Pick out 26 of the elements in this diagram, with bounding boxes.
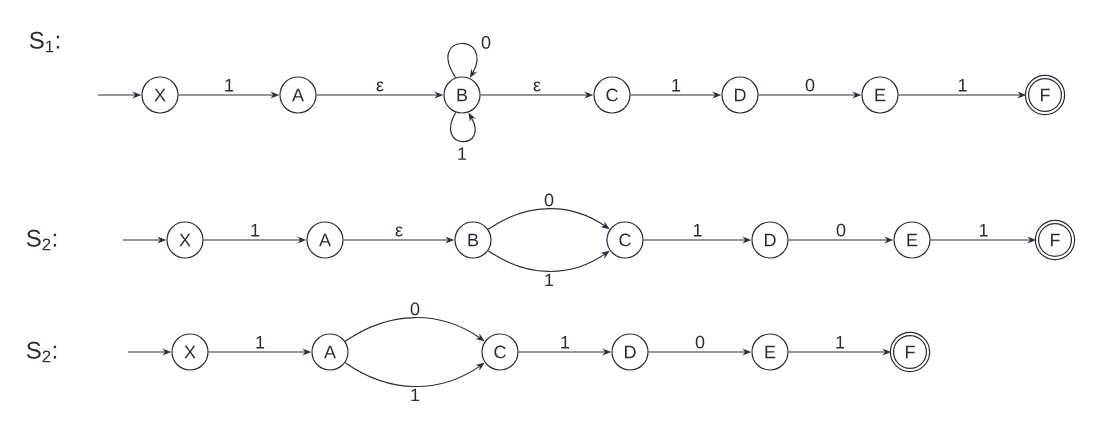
edge-label: 0 xyxy=(410,302,420,316)
edge-label: 0 xyxy=(481,36,491,49)
edge-label: 1 xyxy=(225,79,234,92)
edge-label: 0 xyxy=(544,193,554,207)
edge-label: 0 xyxy=(836,223,846,237)
edge-label: ε xyxy=(395,226,403,237)
edge-label: 1 xyxy=(836,336,845,349)
edge-label: 1 xyxy=(958,79,967,92)
edge-label: 1 xyxy=(545,273,554,287)
edge-label: ε xyxy=(533,81,541,92)
edge-label: 1 xyxy=(411,388,420,402)
edge-label: 1 xyxy=(256,336,265,349)
edge-label: 0 xyxy=(695,335,705,349)
edge-label: 1 xyxy=(672,79,681,92)
loop-arrow xyxy=(447,42,478,79)
edge-label: ε xyxy=(376,81,384,92)
row-label: S$_{2}$: xyxy=(26,341,57,363)
edge-label: 1 xyxy=(458,147,467,160)
edge-label: 1 xyxy=(979,224,988,237)
row-label: S$_{2}$: xyxy=(26,229,57,251)
loop-arrow xyxy=(449,111,476,143)
edge-label: 1 xyxy=(693,224,702,237)
edge-label: 1 xyxy=(561,336,570,349)
edge-label: 1 xyxy=(251,224,260,237)
edge-label: 0 xyxy=(805,78,815,92)
row-label: S$_{1}$: xyxy=(29,31,60,53)
